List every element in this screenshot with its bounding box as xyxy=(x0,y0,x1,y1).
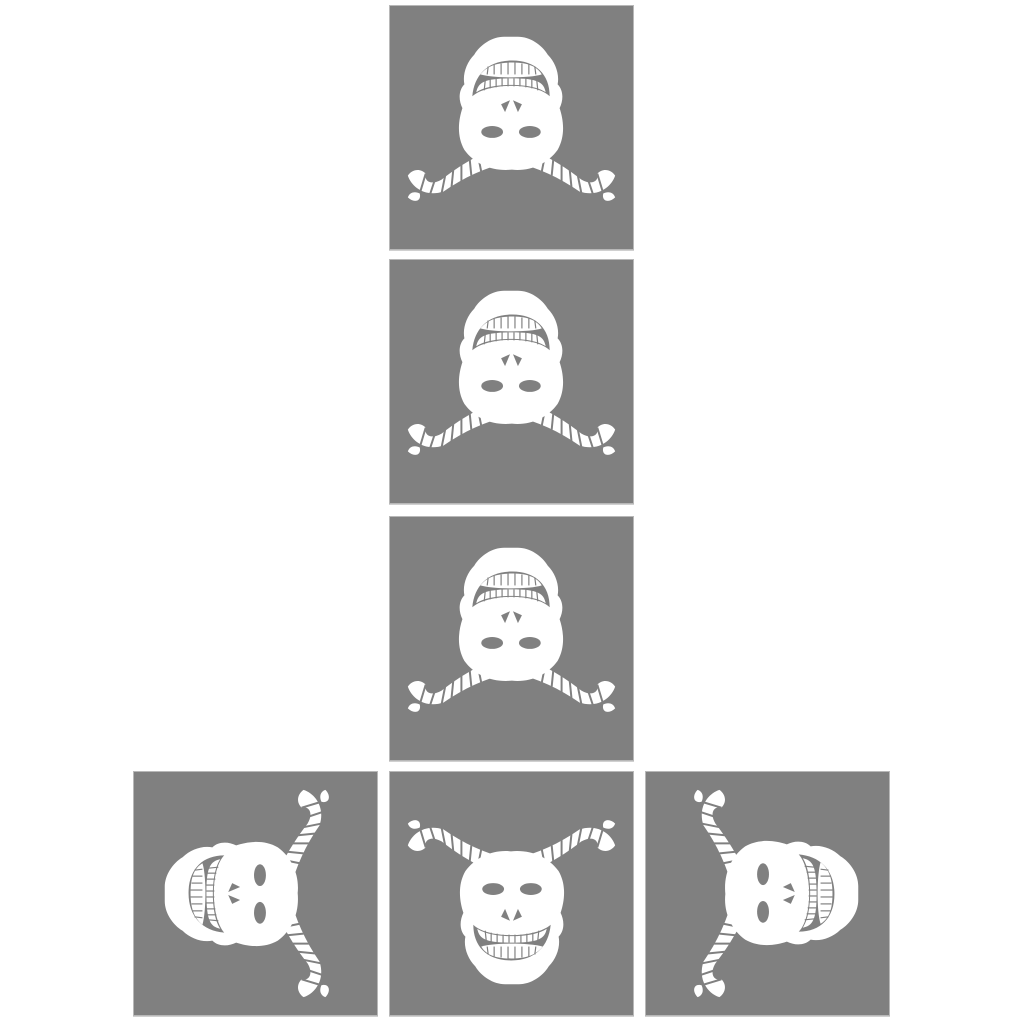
skull-tile-6 xyxy=(645,771,890,1016)
horned-skull-icon xyxy=(406,819,617,986)
horned-skull-icon xyxy=(406,35,617,202)
skull-tile-3 xyxy=(389,516,634,761)
horned-skull-icon xyxy=(406,289,617,456)
horned-skull-icon xyxy=(163,788,330,999)
horned-skull-icon xyxy=(406,546,617,713)
skull-tile-5 xyxy=(389,771,634,1016)
skull-tile-2 xyxy=(389,259,634,504)
skull-tile-4 xyxy=(133,771,378,1016)
horned-skull-icon xyxy=(693,788,860,999)
skull-tile-1 xyxy=(389,5,634,250)
